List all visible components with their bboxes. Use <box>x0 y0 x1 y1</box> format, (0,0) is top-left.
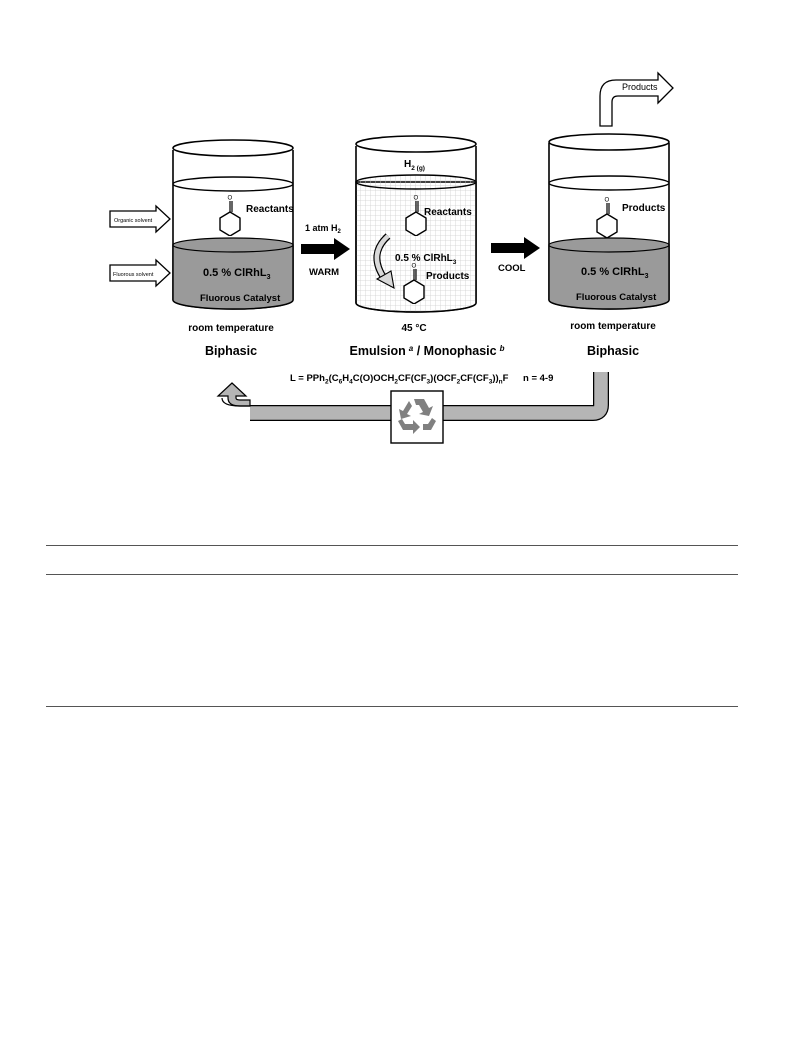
fluorous-solvent-label: Fluorous solvent <box>113 272 154 278</box>
table-rule-bottom <box>46 706 738 707</box>
organic-solvent-label: Organic solvent <box>114 218 153 224</box>
gas-label: H2 (g) <box>404 159 425 172</box>
cool-label: COOL <box>498 263 526 274</box>
table-rule-header <box>46 574 738 575</box>
ligand-n-range: n = 4-9 <box>523 373 553 384</box>
left-catalyst-label: 0.5 % ClRhL3 <box>203 267 271 281</box>
reaction-scheme: O Reactants 0.5 % ClRhL3 Fluorous Cataly… <box>109 71 674 444</box>
right-catalyst-name: Fluorous Catalyst <box>576 292 657 303</box>
middle-catalyst-label: 0.5 % ClRhL3 <box>395 253 457 266</box>
left-top-label: Reactants <box>246 204 294 215</box>
products-output-label: Products <box>622 82 658 92</box>
middle-bottom-label: Products <box>426 271 470 282</box>
cool-arrow: COOL <box>491 237 540 274</box>
middle-beaker: H2 (g) Reactants 0.5 % ClRhL3 Products <box>355 135 477 313</box>
right-beaker: Products 0.5 % ClRhL3 Fluorous Catalyst <box>548 133 670 310</box>
warm-top-label: 1 atm H2 <box>305 223 342 235</box>
warm-bottom-label: WARM <box>309 267 339 278</box>
organic-solvent-input: Organic solvent <box>109 204 171 234</box>
right-phase: Biphasic <box>587 344 639 358</box>
warm-arrow: 1 atm H2 WARM <box>301 223 350 278</box>
conversion-arrow <box>373 233 395 290</box>
fluorous-solvent-input: Fluorous solvent <box>109 258 171 288</box>
left-caption: room temperature <box>188 323 274 334</box>
right-catalyst-label: 0.5 % ClRhL3 <box>581 266 649 280</box>
left-catalyst-name: Fluorous Catalyst <box>200 293 281 304</box>
recycle-icon <box>398 399 436 434</box>
right-top-label: Products <box>622 203 666 214</box>
products-output-arrow: Products <box>599 71 674 127</box>
middle-caption: 45 °C <box>401 323 426 334</box>
left-beaker: Reactants 0.5 % ClRhL3 Fluorous Catalyst <box>172 139 294 310</box>
middle-top-label: Reactants <box>424 207 472 218</box>
recycle-loop <box>216 372 609 444</box>
recycle-box <box>390 390 444 444</box>
table-rule-top <box>46 545 738 546</box>
left-phase: Biphasic <box>205 344 257 358</box>
ligand-formula: L = PPh2(C6H4C(O)OCH2CF(CF3)(OCF2CF(CF3)… <box>290 373 509 386</box>
right-caption: room temperature <box>570 321 656 332</box>
